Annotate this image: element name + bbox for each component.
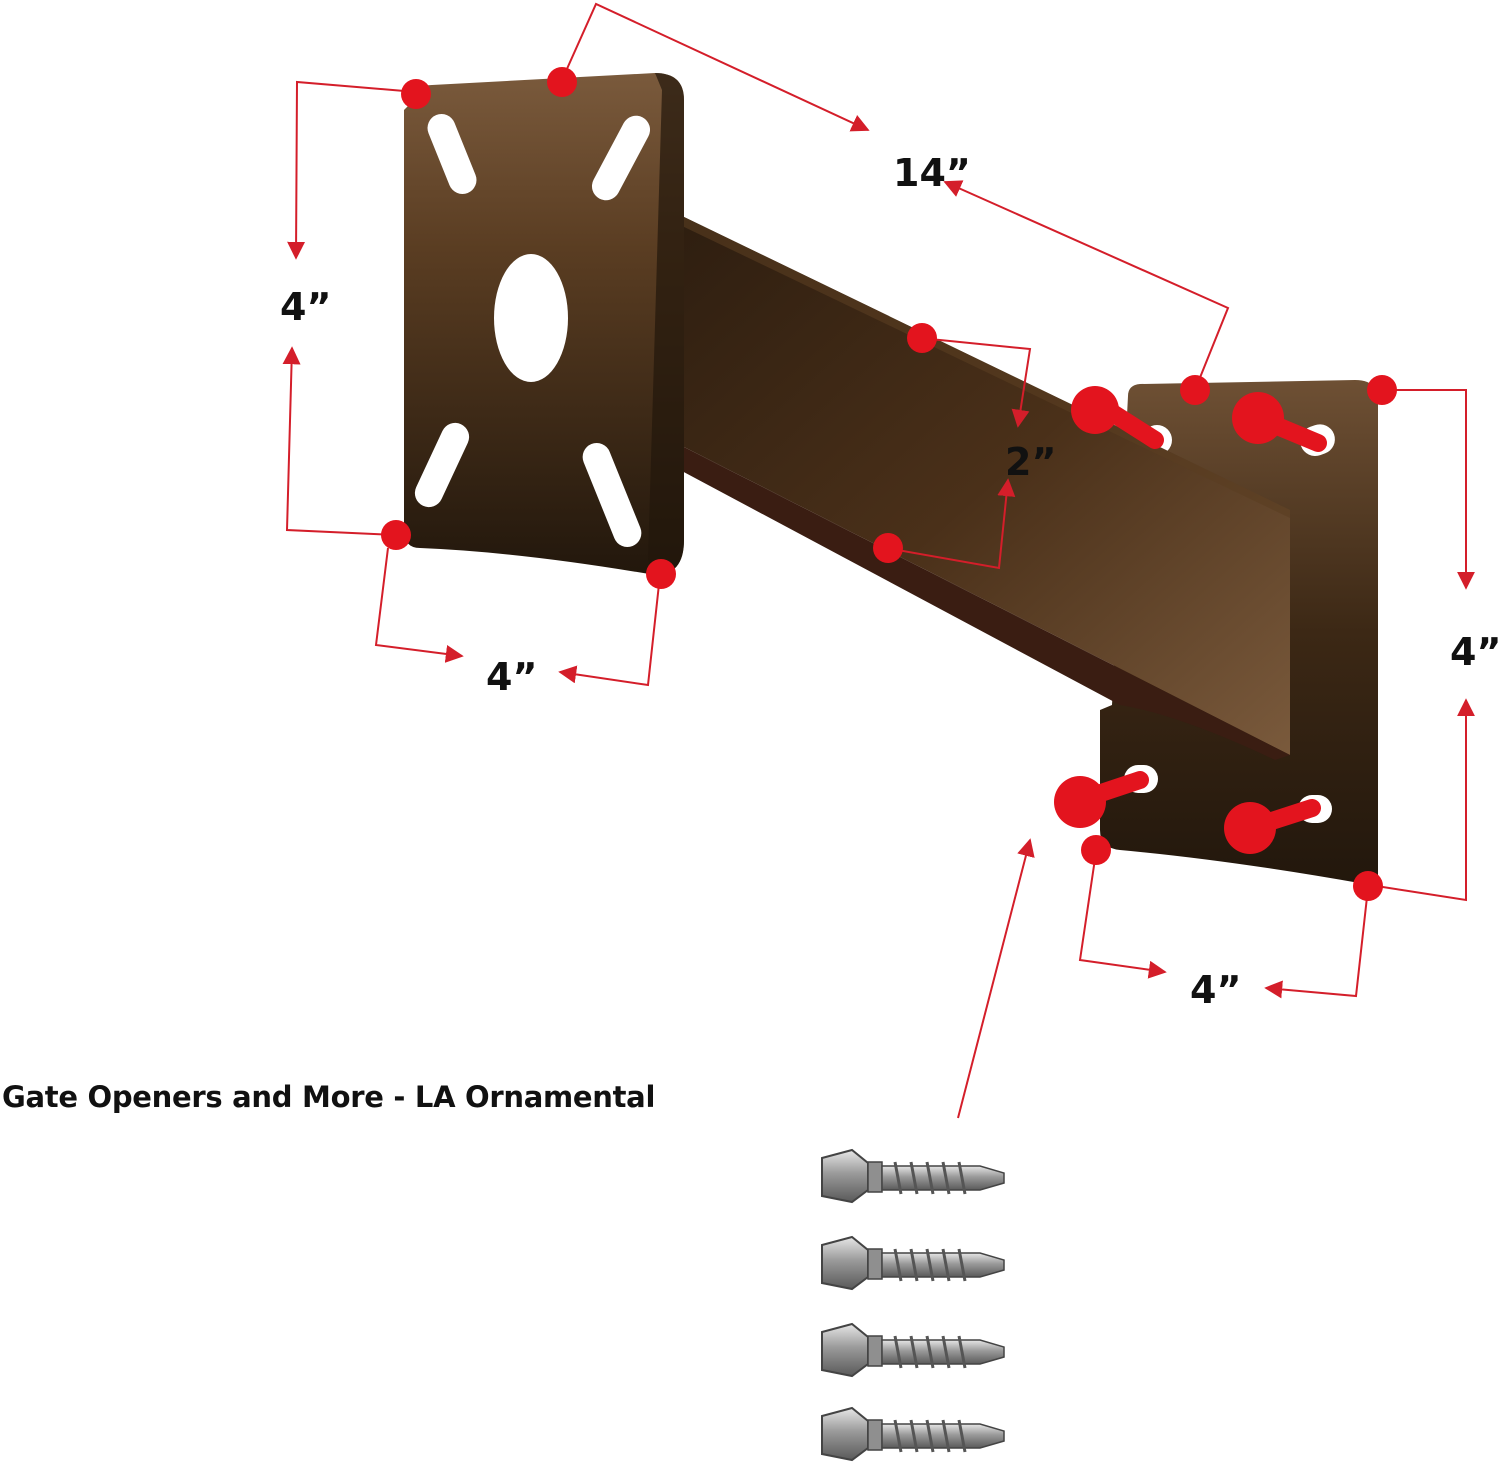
- left-plate-height-label: 4”: [280, 285, 331, 329]
- right-plate-height-label: 4”: [1450, 630, 1500, 674]
- corner-markers: [381, 67, 1397, 901]
- self-drilling-screw-icon: [821, 1322, 1005, 1378]
- self-drilling-screw-icon: [821, 1235, 1005, 1291]
- right-plate-width-label: 4”: [1190, 968, 1241, 1012]
- arm-height-label: 2”: [1005, 440, 1056, 484]
- screw-pin-markers: [1054, 386, 1327, 854]
- bracket-arm: [680, 215, 1290, 760]
- length-dimension-label: 14”: [893, 151, 971, 195]
- left-mounting-plate: [404, 73, 684, 575]
- dimension-lines: [282, 2, 1475, 1119]
- self-drilling-screw-icon: [821, 1406, 1005, 1462]
- brand-caption: Gate Openers and More - LA Ornamental: [2, 1080, 656, 1114]
- screw-set: [821, 1148, 1005, 1462]
- self-drilling-screw-icon: [821, 1148, 1005, 1204]
- left-plate-width-label: 4”: [486, 655, 537, 699]
